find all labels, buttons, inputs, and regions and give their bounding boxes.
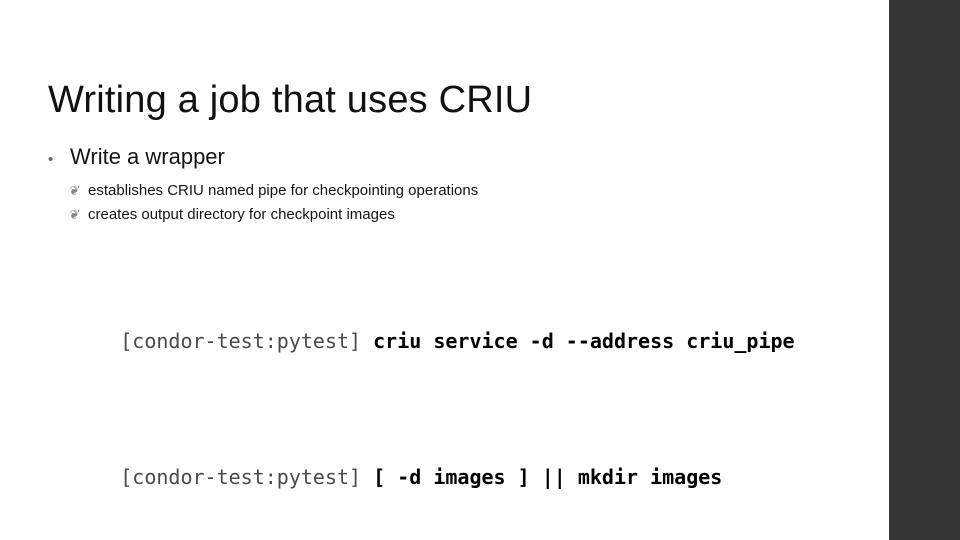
bullet-level2-label: creates output directory for checkpoint … [88,206,395,223]
terminal-line: [condor-test:pytest] criu service -d --a… [48,308,868,376]
terminal-prompt: [condor-test:pytest] [120,329,374,354]
content-body: • Write a wrapper ❦ establishes CRIU nam… [48,142,848,227]
terminal-command: criu service -d --address criu_pipe [373,329,795,354]
bullet-dot-icon: • [48,151,54,168]
list-item: ❦ establishes CRIU named pipe for checkp… [68,179,848,203]
right-accent-band [889,0,960,540]
terminal-command: [ -d images ] || mkdir images [373,464,723,489]
sub-list: ❦ establishes CRIU named pipe for checkp… [68,179,848,227]
terminal-prompt: [condor-test:pytest] [120,464,374,489]
flourish-bullet-icon: ❦ [68,208,79,223]
flourish-bullet-icon: ❦ [68,184,79,199]
bullet-level2-label: establishes CRIU named pipe for checkpoi… [88,182,479,199]
list-item: • Write a wrapper [48,142,848,175]
bullet-level1-label: Write a wrapper [70,144,225,169]
page-title: Writing a job that uses CRIU [48,79,533,122]
terminal-transcript: [condor-test:pytest] criu service -d --a… [48,240,868,540]
list-item: ❦ creates output directory for checkpoin… [68,203,848,227]
terminal-line: [condor-test:pytest] [ -d images ] || mk… [48,443,868,511]
